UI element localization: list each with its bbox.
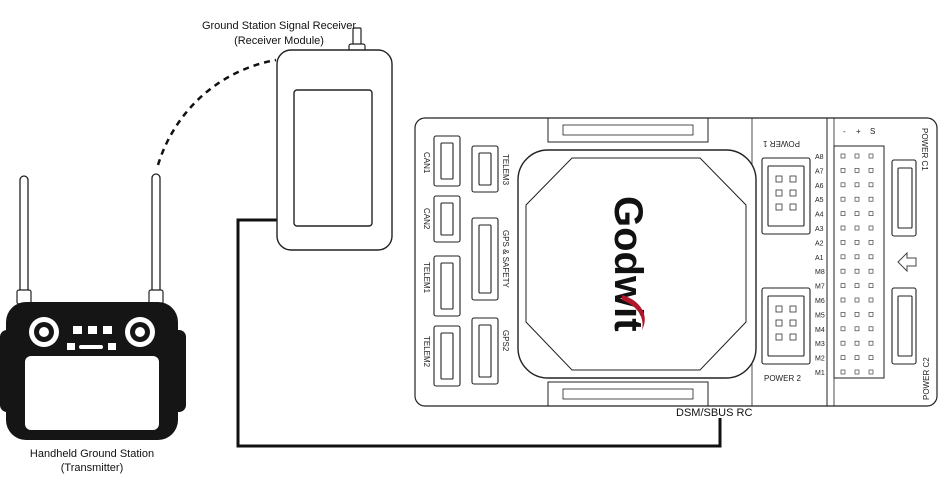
header-pin: [868, 355, 874, 360]
header-signal: S: [870, 127, 875, 136]
header-pin: [840, 225, 846, 231]
port-power1: POWER 1: [763, 139, 800, 148]
header-pin: [840, 211, 846, 216]
header-pin: [840, 326, 846, 332]
port-can1: CAN1: [422, 152, 431, 174]
left-ports: [433, 135, 499, 387]
header-pin: [868, 182, 874, 188]
header-pin: [868, 369, 874, 375]
header-pin: [854, 326, 860, 332]
header-pin: [854, 297, 860, 303]
header-pin: [868, 240, 874, 245]
header-pin: [868, 283, 874, 288]
header-pin: [868, 254, 874, 260]
header-pin: [840, 340, 846, 346]
header-pin: [840, 196, 846, 202]
header-pin: [854, 355, 860, 360]
port-power-c2: POWER C2: [922, 357, 931, 400]
pin-label: A6: [815, 183, 824, 190]
pin-label: M1: [815, 370, 825, 377]
port-can2: CAN2: [422, 208, 431, 230]
power-c-connectors: [891, 159, 917, 365]
header-pin: [854, 211, 860, 216]
header-pin: [868, 312, 874, 317]
header-pin: [868, 168, 874, 173]
port-telem2: TELEM2: [422, 336, 431, 368]
header-pin: [840, 240, 846, 245]
transmitter-title: Handheld Ground Station: [30, 448, 154, 460]
header-pin: [868, 153, 874, 159]
header-pin: [840, 312, 846, 317]
pin-label: M3: [815, 341, 825, 348]
pin-label: A3: [815, 226, 824, 233]
header-pin: [854, 196, 860, 202]
header-pins: [840, 153, 874, 375]
receiver-module: [276, 27, 393, 251]
header-pin: [854, 283, 860, 288]
header-pin: [854, 254, 860, 260]
pin-label: M5: [815, 312, 825, 319]
header-pin: [854, 225, 860, 231]
direction-arrow: [897, 251, 917, 273]
pin-label: M8: [815, 269, 825, 276]
pin-label: A2: [815, 240, 824, 247]
pin-label: A7: [815, 168, 824, 175]
header-pin: [868, 297, 874, 303]
header-pin: [854, 182, 860, 188]
port-power2: POWER 2: [764, 374, 801, 383]
pin-label: M4: [815, 327, 825, 334]
header-pin: [854, 369, 860, 375]
receiver-subtitle: (Receiver Module): [234, 35, 324, 47]
wireless-link: [156, 58, 277, 166]
brand-swoosh: [622, 295, 645, 330]
header-pin: [840, 268, 846, 274]
pin-label: M2: [815, 356, 825, 363]
rc-cable: [236, 218, 722, 448]
pin-label: M7: [815, 284, 825, 291]
header-pin: [854, 168, 860, 173]
port-telem1: TELEM1: [422, 262, 431, 294]
header-pin: [854, 268, 860, 274]
header-pin: [840, 355, 846, 360]
header-pin: [868, 211, 874, 216]
pin-label: M6: [815, 298, 825, 305]
port-telem3: TELEM3: [501, 154, 510, 186]
pin-label: A8: [815, 154, 824, 161]
header-pin: [840, 283, 846, 288]
pin-label: A1: [815, 255, 824, 262]
header-pin: [854, 340, 860, 346]
header-plus: +: [856, 127, 861, 136]
transmitter-subtitle: (Transmitter): [61, 462, 124, 474]
port-gps2: GPS2: [501, 330, 510, 352]
receiver-title: Ground Station Signal Receiver: [202, 20, 356, 32]
header-pin: [854, 240, 860, 245]
power-connectors: [761, 157, 811, 365]
header-pin: [854, 312, 860, 317]
header-pin: [840, 182, 846, 188]
brand-logo: Godwit: [606, 196, 650, 332]
header-pin: [868, 196, 874, 202]
header-pin: [840, 297, 846, 303]
header-pin: [868, 326, 874, 332]
rc-port-label: DSM/SBUS RC: [676, 407, 752, 419]
handheld-transmitter: [0, 173, 186, 440]
port-power-c1: POWER C1: [920, 128, 929, 171]
header-pin: [868, 268, 874, 274]
pin-label: A4: [815, 212, 824, 219]
header-pin: [840, 153, 846, 159]
header-pin: [868, 225, 874, 231]
port-gps-safety: GPS & SAFETY: [501, 230, 510, 288]
power-pins: [775, 175, 797, 341]
header-pin: [868, 340, 874, 346]
header-minus: -: [843, 127, 846, 136]
header-pin: [840, 168, 846, 173]
header-pin: [840, 254, 846, 260]
header-pin: [854, 153, 860, 159]
header-pin: [840, 369, 846, 375]
pin-label: A5: [815, 197, 824, 204]
